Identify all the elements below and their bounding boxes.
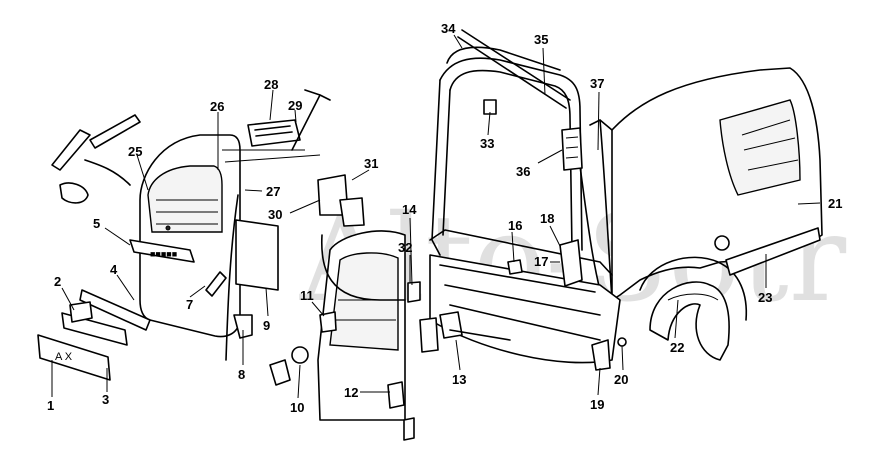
callout-12: 12 bbox=[344, 385, 358, 400]
right-rear-door bbox=[317, 230, 421, 441]
callout-28: 28 bbox=[264, 77, 278, 92]
weatherstrip bbox=[446, 29, 571, 109]
callout-33: 33 bbox=[480, 136, 494, 151]
callout-1: 1 bbox=[47, 398, 54, 413]
callout-26: 26 bbox=[210, 99, 224, 114]
callout-32: 32 bbox=[398, 240, 412, 255]
callout-29: 29 bbox=[288, 98, 302, 113]
callout-18: 18 bbox=[540, 211, 554, 226]
callout-30: 30 bbox=[268, 207, 282, 222]
vehicle-body bbox=[429, 57, 823, 364]
fuel-cap bbox=[714, 235, 730, 251]
callout-27: 27 bbox=[266, 184, 280, 199]
wheel-arch-liner bbox=[649, 281, 730, 361]
license-plate: A X bbox=[37, 289, 151, 381]
callout-15: 15 bbox=[20, 28, 34, 43]
callout-14: 14 bbox=[402, 202, 417, 217]
wiper-and-bracket bbox=[51, 114, 141, 204]
svg-text:■■■■■: ■■■■■ bbox=[150, 249, 177, 259]
callout-16: 16 bbox=[508, 218, 522, 233]
callout-19: 19 bbox=[590, 397, 604, 412]
left-rear-door: ■■■■■ bbox=[129, 134, 241, 338]
callout-8: 8 bbox=[238, 367, 245, 382]
door-seal bbox=[225, 194, 279, 361]
callout-6: 6 bbox=[20, 8, 27, 23]
misc-parts bbox=[483, 99, 627, 371]
callout-34: 34 bbox=[441, 21, 456, 36]
callout-10: 10 bbox=[290, 400, 304, 415]
callout-4: 4 bbox=[110, 262, 118, 277]
callout-20: 20 bbox=[614, 372, 628, 387]
plate-text: A X bbox=[55, 351, 73, 363]
small-brackets bbox=[205, 89, 365, 386]
callout-23: 23 bbox=[758, 290, 772, 305]
callout-11: 11 bbox=[300, 288, 314, 303]
callout-22: 22 bbox=[670, 340, 684, 355]
callout-3: 3 bbox=[102, 392, 109, 407]
hinge-assembly bbox=[419, 311, 511, 353]
callout-5: 5 bbox=[93, 216, 100, 231]
callout-35: 35 bbox=[534, 32, 548, 47]
callout-13: 13 bbox=[452, 372, 466, 387]
callout-24: 24 bbox=[20, 48, 35, 63]
callout-25: 25 bbox=[128, 144, 142, 159]
callout-labels: 1 2 3 4 5 6 7 8 9 10 11 12 13 14 15 16 1… bbox=[20, 8, 842, 415]
callout-7: 7 bbox=[186, 297, 193, 312]
callout-36: 36 bbox=[516, 164, 530, 179]
rear-lamp bbox=[559, 239, 583, 287]
callout-21: 21 bbox=[828, 196, 842, 211]
leader-lines bbox=[51, 34, 821, 399]
side-trim-strip bbox=[725, 227, 821, 276]
callout-9: 9 bbox=[263, 318, 270, 333]
callout-31: 31 bbox=[364, 156, 378, 171]
callout-37: 37 bbox=[590, 76, 604, 91]
callout-2: 2 bbox=[54, 274, 61, 289]
side-window bbox=[719, 99, 801, 196]
callout-17: 17 bbox=[534, 254, 548, 269]
